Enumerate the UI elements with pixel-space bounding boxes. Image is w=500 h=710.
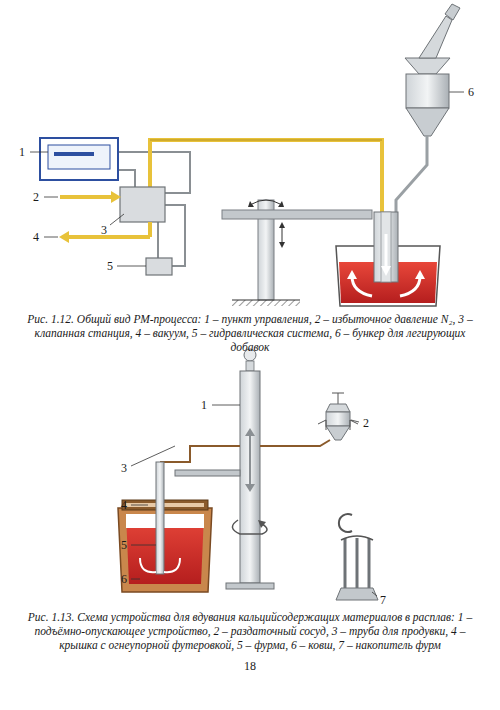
callout-number: 4 bbox=[121, 499, 127, 512]
page-number: 18 bbox=[244, 659, 256, 674]
callout-number: 3 bbox=[101, 224, 107, 237]
callout-number: 1 bbox=[19, 146, 25, 159]
fig-1-12 bbox=[30, 4, 464, 306]
callout-number: 5 bbox=[107, 260, 113, 273]
callout-number: 2 bbox=[33, 191, 39, 204]
callout-number: 6 bbox=[468, 86, 474, 99]
figure-caption: Рис. 1.12. Общий вид РМ-процесса: 1 – пу… bbox=[22, 312, 478, 354]
fig-1-13 bbox=[118, 349, 378, 600]
callout-number: 5 bbox=[121, 539, 127, 552]
callout-number: 4 bbox=[33, 231, 39, 244]
callout-number: 6 bbox=[121, 573, 127, 586]
figure-caption: Рис. 1.13. Схема устройства для вдувания… bbox=[22, 610, 478, 652]
callout-number: 2 bbox=[363, 417, 369, 430]
callout-number: 7 bbox=[380, 594, 386, 607]
callout-number: 3 bbox=[121, 462, 127, 475]
callout-number: 1 bbox=[201, 399, 207, 412]
